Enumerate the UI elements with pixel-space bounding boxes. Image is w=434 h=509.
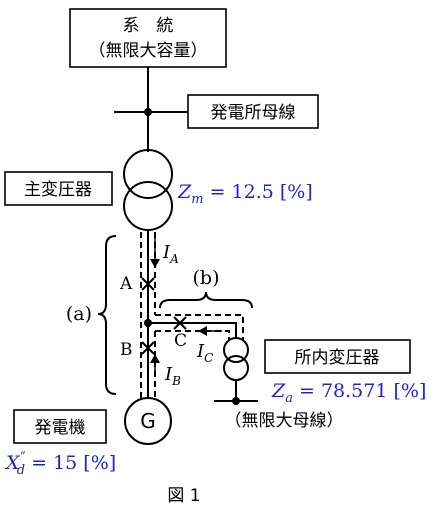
main-transformer-label: 主変圧器 (24, 180, 92, 200)
junction-node (144, 319, 152, 327)
station-transformer-box (264, 339, 411, 374)
generator-label: 発電機 (35, 418, 86, 438)
station-transformer-secondary (223, 355, 249, 381)
region-b-label: (b) (193, 267, 220, 289)
breaker-c-label: C (174, 331, 187, 351)
arrow-ic (198, 326, 222, 336)
figure-caption: 図 1 (167, 486, 200, 506)
xd-reactance: X″d = 15 [%] (4, 450, 116, 478)
system-box (69, 8, 227, 68)
generator-box (13, 409, 107, 444)
current-ia: IA (162, 242, 179, 266)
brace-a (97, 235, 117, 395)
generator-circle (124, 397, 172, 445)
main-transformer-box (4, 171, 113, 206)
branch-dash-outer (155, 314, 244, 340)
power-bus-box (187, 94, 319, 129)
infinite-bus-node (232, 397, 240, 405)
system-title: 系 統 (123, 16, 174, 36)
generator-symbol: G (140, 409, 156, 433)
current-ib: IB (164, 364, 181, 388)
breaker-c (173, 316, 187, 330)
za-impedance: Za = 78.571 [%] (271, 380, 426, 406)
zm-impedance: Zm = 12.5 [%] (177, 181, 313, 207)
breaker-b-label: B (120, 340, 133, 360)
bus-node (144, 108, 152, 116)
branch-dash-inner (155, 330, 230, 340)
main-transformer-secondary (123, 181, 173, 231)
branch-conductor (148, 322, 237, 339)
current-ic: IC (196, 341, 213, 365)
system-subtitle: （無限大容量） (89, 41, 208, 61)
station-transformer-primary (223, 337, 249, 363)
breaker-a (141, 277, 155, 291)
infinite-bus-label: （無限大母線） (225, 411, 344, 431)
arrow-ia (150, 238, 160, 268)
station-transformer-label: 所内変圧器 (295, 348, 380, 368)
breaker-a-label: A (119, 274, 133, 294)
main-transformer-primary (123, 149, 173, 199)
arrow-ib (150, 354, 160, 376)
brace-b (159, 291, 253, 309)
power-bus-label: 発電所母線 (211, 103, 296, 123)
region-a-label: (a) (66, 303, 92, 325)
breaker-b (141, 341, 155, 355)
